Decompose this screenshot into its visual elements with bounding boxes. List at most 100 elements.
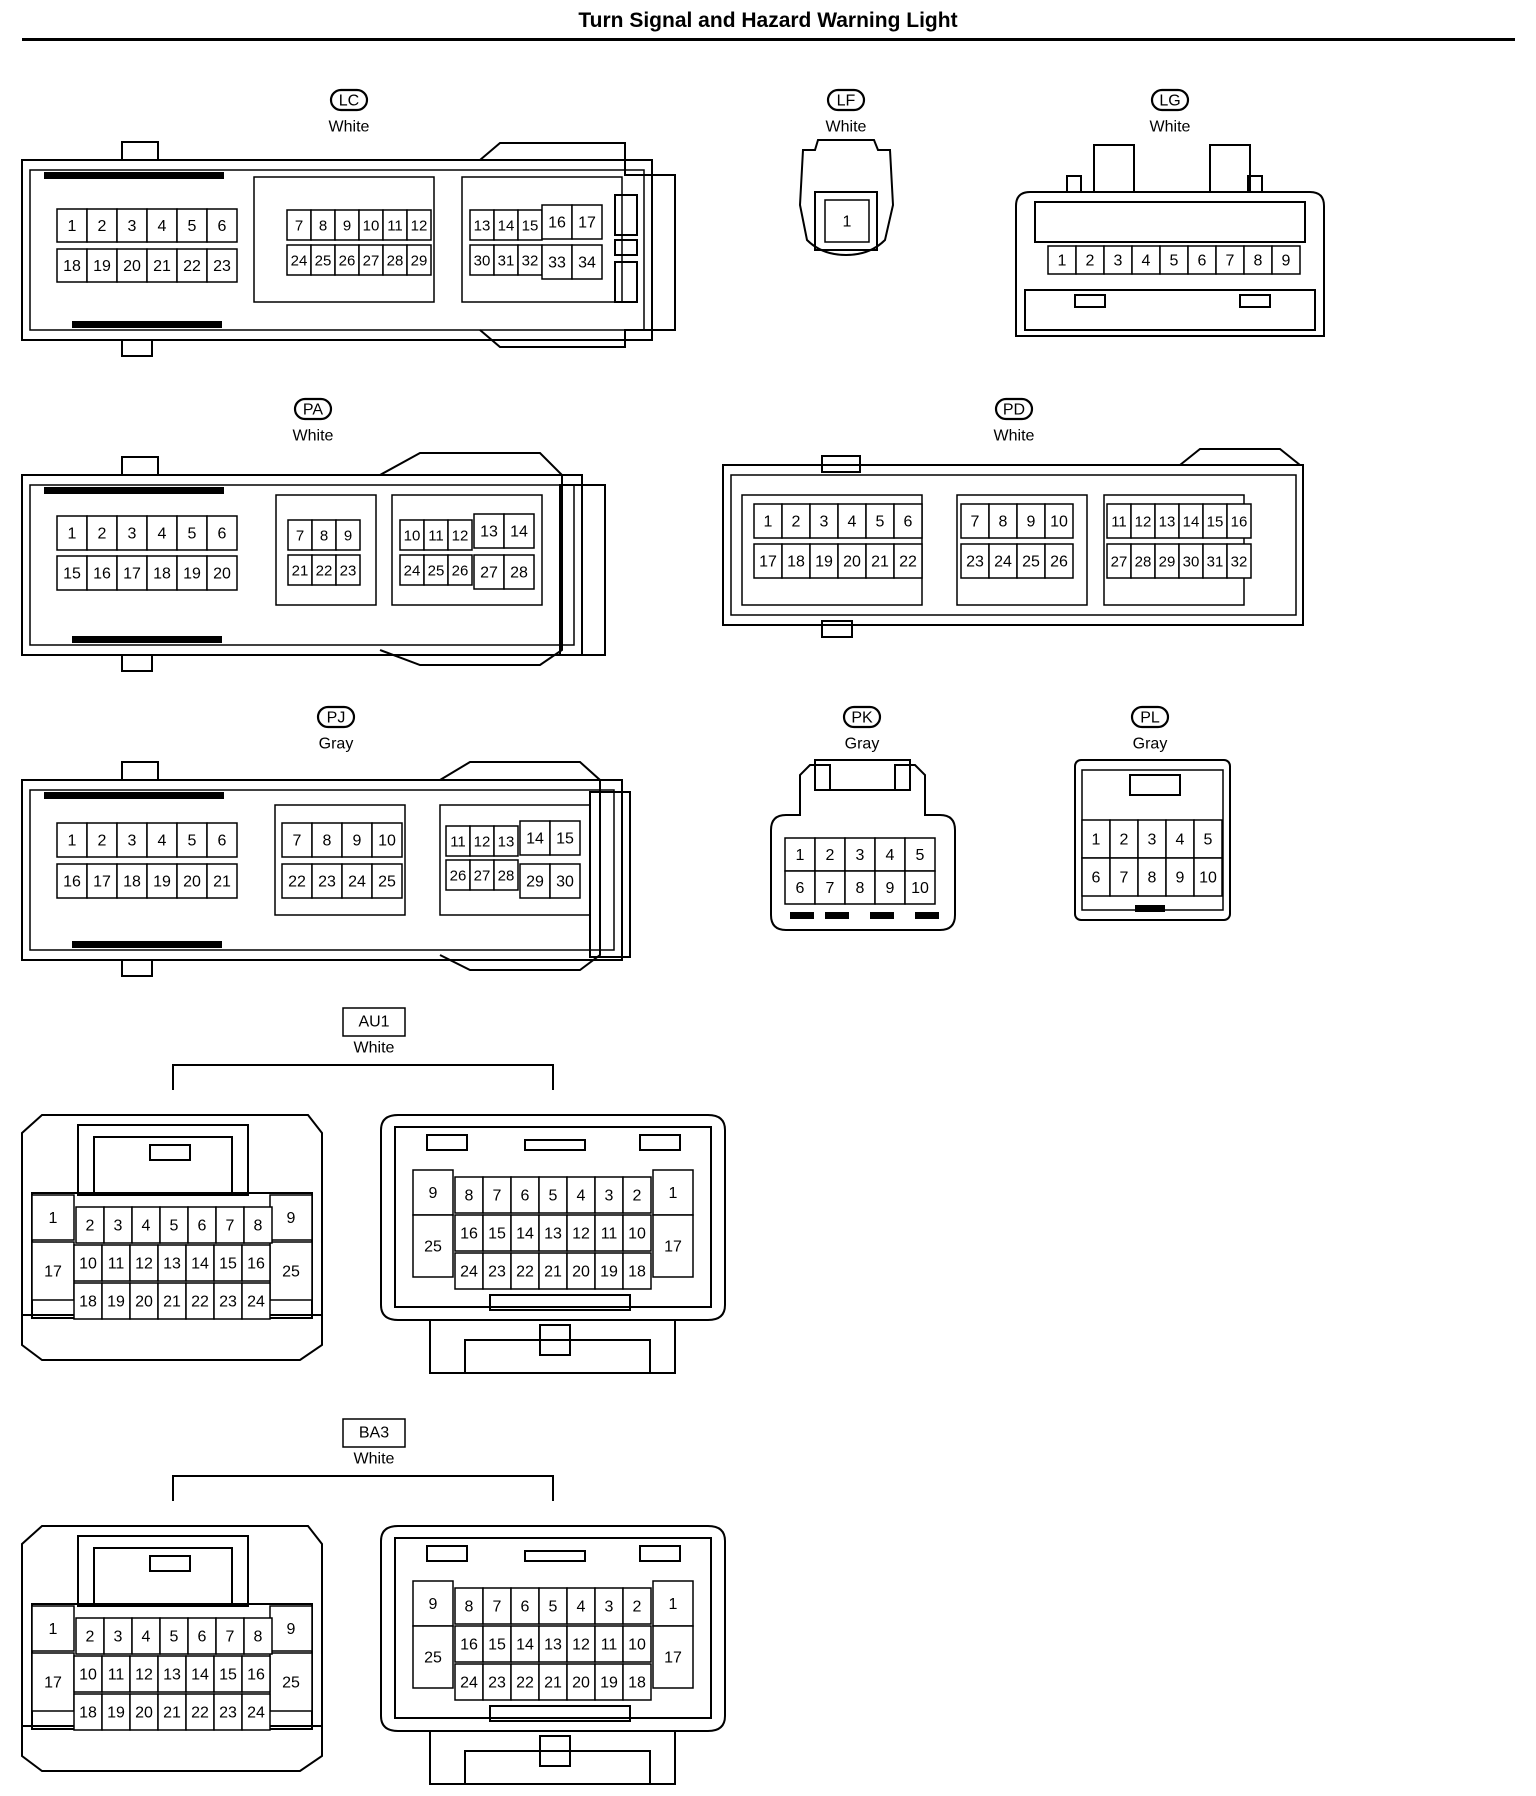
pin-cell [1243, 245, 1273, 275]
pin-cell [311, 863, 343, 899]
pin-cell [241, 1655, 271, 1693]
connector-color: White [1150, 119, 1191, 136]
pin-cell [517, 209, 543, 241]
pin-cell [206, 822, 238, 858]
pin-cell [447, 519, 473, 551]
pin-cell [412, 1625, 454, 1689]
connector-id-badge [293, 397, 333, 421]
pin-number: 19 [153, 874, 171, 891]
connector-id: AU1 [358, 1014, 389, 1031]
pin-number: 24 [404, 563, 421, 580]
pin-cell [215, 1617, 245, 1655]
housing-outline [1015, 191, 1325, 337]
pin-number: 5 [188, 218, 197, 235]
pin-number: 19 [107, 1294, 125, 1311]
pin-number: 21 [871, 554, 889, 571]
pin-cell [311, 822, 343, 858]
housing-outline [639, 1545, 681, 1562]
pin-number: 1 [1092, 832, 1101, 849]
pin-number: 17 [44, 1675, 62, 1692]
pin-number: 10 [1199, 870, 1217, 887]
pin-number: 3 [128, 526, 137, 543]
pin-number: 18 [787, 554, 805, 571]
pin-cell [1178, 503, 1204, 539]
pin-number: 25 [428, 563, 445, 580]
pin-cell [510, 1663, 540, 1701]
pin-number: 23 [966, 554, 984, 571]
latch-slot [72, 321, 222, 328]
pin-number: 15 [63, 566, 81, 583]
pin-number: 27 [480, 565, 498, 582]
pin-number: 21 [163, 1294, 181, 1311]
pin-number: 23 [318, 874, 336, 891]
pin-number: 4 [158, 526, 167, 543]
pin-cell [493, 825, 519, 857]
pin-number: 9 [344, 528, 352, 545]
pin-number: 1 [669, 1185, 678, 1202]
pin-number: 13 [544, 1226, 562, 1243]
pin-number: 4 [142, 1629, 151, 1646]
pin-number: 9 [287, 1621, 296, 1638]
pin-cell [215, 1206, 245, 1244]
pin-cell [837, 503, 867, 539]
pin-cell [1154, 503, 1180, 539]
connector-id-badge [1130, 705, 1170, 729]
pin-number: 2 [633, 1188, 642, 1205]
pin-cell [1226, 543, 1252, 579]
pin-number: 13 [474, 218, 491, 235]
housing-outline [426, 1545, 468, 1562]
pin-cell [874, 870, 906, 905]
pin-number: 8 [319, 218, 327, 235]
pin-cell [75, 1617, 105, 1655]
pin-number: 13 [1159, 514, 1176, 531]
pin-number: 15 [1207, 514, 1224, 531]
bracket [172, 1064, 554, 1090]
connector-id: PJ [327, 710, 346, 727]
latch-slot [44, 792, 224, 799]
pin-number: 4 [158, 218, 167, 235]
pin-cell [510, 1214, 540, 1252]
pin-number: 8 [999, 514, 1008, 531]
pin-number: 7 [493, 1188, 502, 1205]
housing-outline [1209, 144, 1251, 193]
pin-cell [652, 1169, 694, 1216]
latch-slot [825, 912, 849, 919]
pin-cell [960, 543, 990, 579]
pin-cell [893, 503, 923, 539]
bracket [172, 1475, 554, 1501]
pin-cell [310, 244, 336, 276]
pin-cell [241, 1244, 271, 1282]
housing-outline [479, 142, 676, 348]
pin-number: 13 [163, 1667, 181, 1684]
pin-cell [1081, 857, 1111, 897]
pin-number: 24 [994, 554, 1012, 571]
pin-number: 1 [49, 1621, 58, 1638]
pin-cell [538, 1214, 568, 1252]
pin-cell [86, 208, 118, 243]
pin-cell [1137, 819, 1167, 859]
pin-number: 8 [254, 1629, 263, 1646]
housing-outline [524, 1139, 586, 1151]
pin-number: 25 [1022, 554, 1040, 571]
pin-cell [157, 1282, 187, 1320]
pin-cell [482, 1176, 512, 1214]
housing-outline [394, 1126, 712, 1308]
pin-cell [454, 1214, 484, 1252]
pin-number: 5 [549, 1599, 558, 1616]
pin-cell [243, 1206, 273, 1244]
pin-cell [243, 1617, 273, 1655]
pin-number: 31 [498, 253, 515, 270]
pin-number: 9 [1027, 514, 1036, 531]
pin-cell [56, 822, 88, 858]
pin-number: 21 [163, 1705, 181, 1722]
pin-number: 6 [521, 1188, 530, 1205]
pin-cell [176, 863, 208, 899]
pin-cell [904, 870, 936, 905]
housing-outline [21, 1114, 323, 1361]
pin-number: 4 [1142, 253, 1151, 270]
pin-number: 7 [826, 880, 835, 897]
pin-number: 22 [516, 1264, 534, 1281]
pin-cell [176, 822, 208, 858]
pin-cell [652, 1214, 694, 1278]
